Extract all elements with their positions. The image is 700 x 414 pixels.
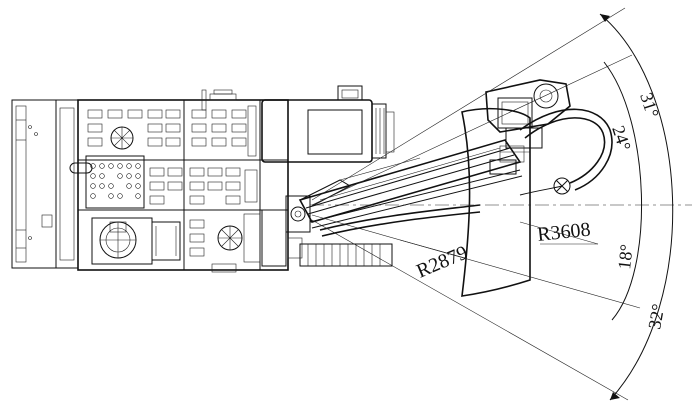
radius-label-r2879: R2879 [413, 242, 471, 283]
dimension-lines [310, 7, 692, 401]
angle-label-32: 32° [644, 302, 668, 330]
angle-label-31: 31° [636, 90, 663, 120]
crawler-track [287, 237, 393, 267]
operator-cab [261, 85, 395, 163]
radius-label-r3608: R3608 [536, 219, 591, 246]
angle-label-18: 18° [614, 243, 637, 270]
machine-chassis [11, 89, 289, 273]
rock-face [461, 107, 531, 297]
drill-head [485, 79, 571, 175]
hydraulic-hoses [319, 108, 613, 237]
